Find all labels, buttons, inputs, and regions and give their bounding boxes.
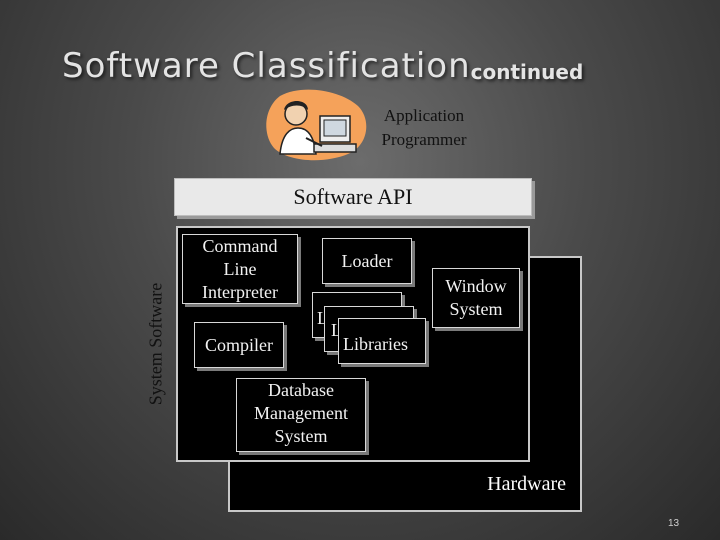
programmer-clipart	[266, 89, 367, 161]
slide-title: Software Classificationcontinued	[62, 46, 583, 86]
title-sub: continued	[470, 60, 584, 84]
database-management-system-box: Database Management System	[236, 378, 366, 452]
software-api-layer: Software API	[174, 178, 532, 216]
window-system-box: Window System	[432, 268, 520, 328]
application-programmer-label: Application Programmer	[381, 106, 467, 149]
hardware-label: Hardware	[487, 473, 566, 495]
title-main: Software Classification	[62, 46, 471, 86]
page-number: 13	[668, 518, 680, 529]
command-line-interpreter-box: Command Line Interpreter	[182, 234, 298, 304]
loader-box: Loader	[322, 238, 412, 284]
library-box-front: Libraries	[338, 318, 426, 364]
compiler-box: Compiler	[194, 322, 284, 368]
system-software-label: System Software	[145, 282, 166, 406]
